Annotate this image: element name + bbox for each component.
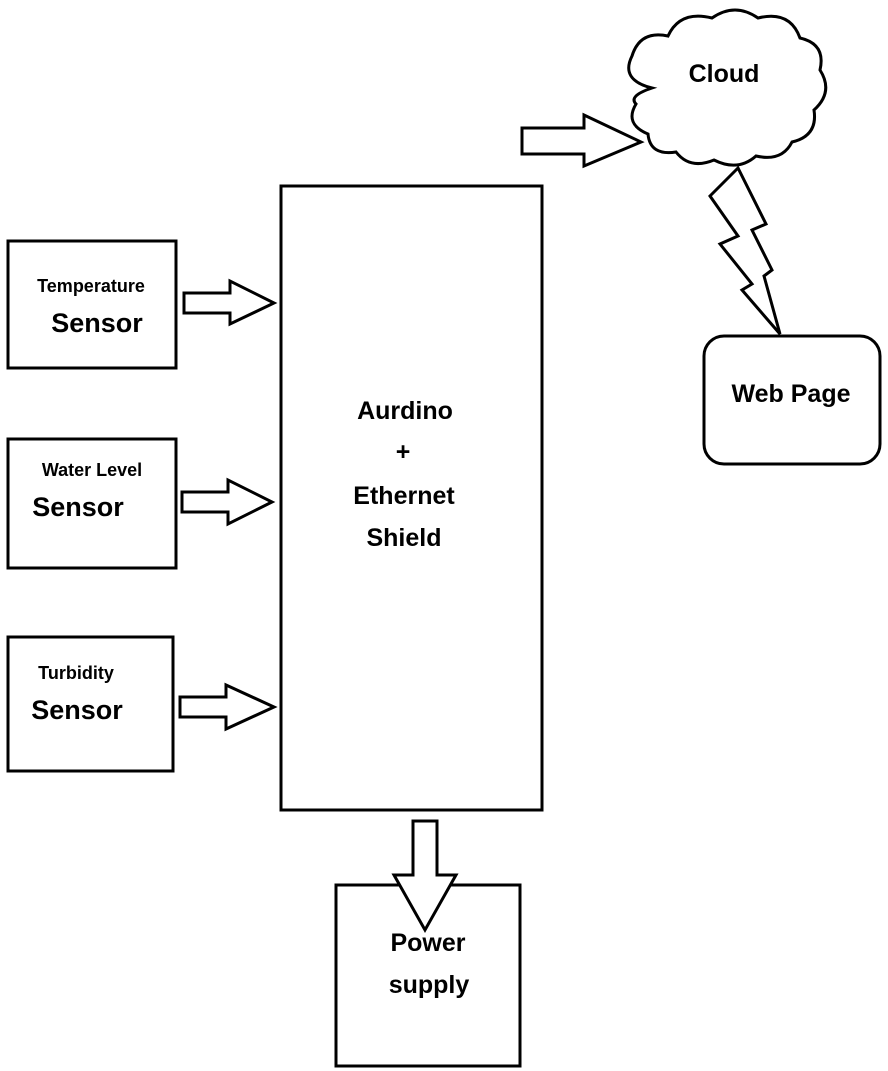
arrow-temperature-to-controller — [182, 278, 278, 327]
turbidity-sensor-box — [6, 635, 175, 773]
water-level-sensor-node: Water Level Sensor — [6, 437, 178, 570]
controller-label-line4: Shield — [366, 524, 441, 552]
water-level-sensor-label-line2: Sensor — [32, 492, 124, 522]
cloud-shape — [627, 8, 828, 167]
arrow-controller-to-power-supply — [391, 819, 459, 934]
turbidity-sensor-label-line2: Sensor — [31, 695, 123, 725]
temperature-sensor-label-line1: Temperature — [37, 276, 145, 296]
controller-node: Aurdino + Ethernet Shield — [279, 184, 544, 812]
cloud-label: Cloud — [689, 60, 760, 88]
arrow-water-level-to-controller — [180, 477, 276, 527]
controller-label-line2: + — [396, 438, 411, 466]
water-level-sensor-box — [6, 437, 178, 570]
water-level-sensor-label-line1: Water Level — [42, 460, 142, 480]
power-supply-box — [334, 883, 522, 1068]
lightning-bolt-cloud-to-web-page — [708, 165, 782, 335]
cloud-node: Cloud — [627, 8, 828, 167]
temperature-sensor-node: Temperature Sensor — [6, 239, 178, 370]
arrow-turbidity-to-controller — [178, 682, 278, 732]
power-supply-node: Power supply — [334, 883, 522, 1068]
temperature-sensor-label-line2: Sensor — [51, 308, 143, 338]
controller-label-line3: Ethernet — [353, 482, 455, 510]
power-supply-label-line1: Power — [390, 929, 465, 957]
temperature-sensor-box — [6, 239, 178, 370]
web-page-box — [702, 334, 882, 466]
web-page-label: Web Page — [731, 380, 850, 408]
turbidity-sensor-node: Turbidity Sensor — [6, 635, 175, 773]
arrow-controller-to-cloud — [520, 112, 645, 169]
controller-box — [279, 184, 544, 812]
controller-label-line1: Aurdino — [357, 397, 453, 425]
web-page-node: Web Page — [702, 334, 882, 466]
turbidity-sensor-label-line1: Turbidity — [38, 663, 114, 683]
power-supply-label-line2: supply — [389, 971, 470, 999]
